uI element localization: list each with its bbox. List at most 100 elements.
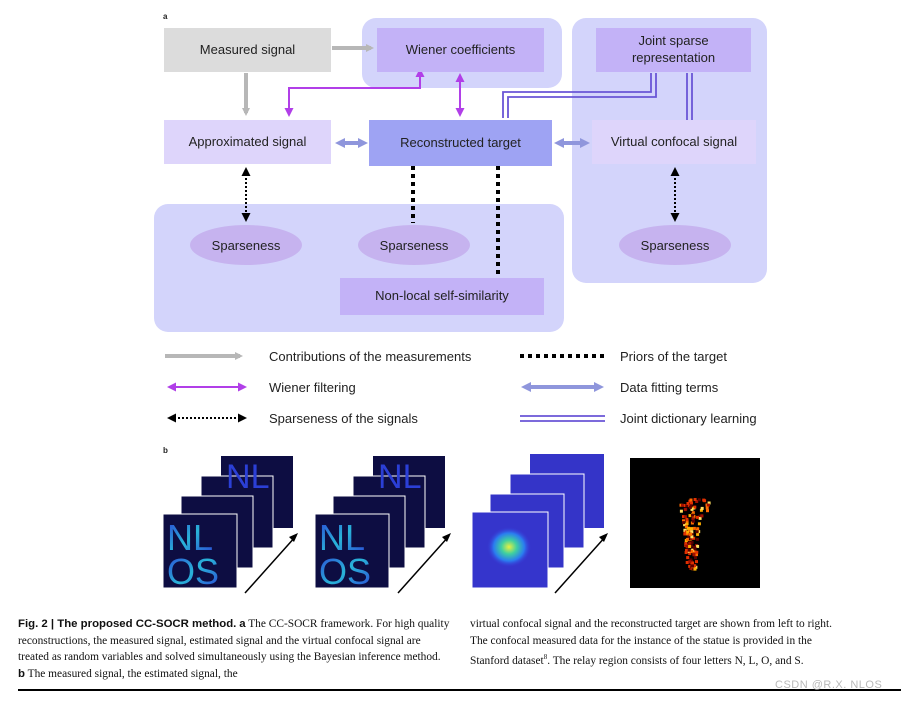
- letters-back-2: NL: [378, 458, 421, 496]
- node-reconstructed-target: Reconstructed target: [369, 120, 552, 166]
- legend-label-wiener: Wiener filtering: [269, 380, 356, 395]
- heat-pixel: [689, 567, 693, 570]
- heat-pixel: [691, 564, 694, 568]
- heat-pixel: [690, 530, 694, 534]
- panel-b-label: b: [163, 446, 168, 455]
- heat-pixel: [684, 541, 688, 545]
- heat-pixel: [697, 498, 701, 502]
- heat-pixel: [689, 498, 693, 502]
- heat-pixel: [685, 543, 689, 547]
- heat-pixel: [685, 504, 689, 507]
- panel-b-images: NL NL OS NL NL OS: [162, 454, 760, 594]
- watermark: CSDN @R.X. NLOS: [775, 679, 883, 691]
- heat-pixel: [695, 537, 699, 541]
- heat-pixel: [686, 530, 690, 534]
- heat-pixel: [685, 519, 689, 523]
- heat-pixel: [700, 506, 704, 510]
- heat-pixel: [693, 547, 697, 551]
- heat-pixel: [681, 503, 684, 507]
- heat-pixel: [690, 527, 693, 531]
- heat-pixel: [690, 521, 694, 525]
- heat-pixel: [707, 501, 711, 505]
- heat-pixel: [693, 564, 697, 568]
- heat-pixel: [684, 551, 688, 554]
- heat-pixel: [695, 500, 699, 503]
- heat-pixel: [691, 513, 694, 517]
- heat-pixel: [692, 515, 696, 519]
- heat-pixel: [683, 532, 687, 536]
- heat-pixel: [683, 528, 687, 532]
- double-line-joint-reconstructed-a: [502, 73, 652, 118]
- heat-pixel: [683, 508, 687, 512]
- heat-pixel: [682, 519, 685, 523]
- legend-label-joint-dictionary: Joint dictionary learning: [620, 411, 757, 426]
- heat-pixel: [690, 550, 694, 553]
- heat-pixel: [696, 532, 700, 536]
- caption-right-line-1: virtual confocal signal and the reconstr…: [470, 618, 832, 630]
- heat-pixel: [697, 522, 701, 526]
- heat-pixel: [703, 499, 707, 503]
- caption-text-1: The CC-SOCR framework. For high quality …: [18, 618, 450, 663]
- heat-pixel: [691, 567, 695, 571]
- caption-b-label: b: [18, 667, 25, 680]
- heat-pixel: [683, 523, 687, 527]
- heat-pixel: [685, 537, 689, 541]
- heat-pixel: [693, 550, 697, 554]
- arrow-wiener-approx: [284, 68, 425, 117]
- heat-pixel: [689, 537, 693, 541]
- caption-fig-label: Fig. 2 | The proposed CC-SOCR method.: [18, 618, 237, 630]
- arrow-b2: [397, 535, 450, 594]
- heat-pixel: [696, 527, 700, 531]
- heat-pixel: [688, 514, 692, 518]
- heat-pixel: [695, 550, 699, 554]
- heat-pixel: [685, 532, 689, 536]
- arrow-b1: [244, 535, 297, 594]
- letters-front-1a: NL: [167, 517, 213, 558]
- panel-a-label: a: [163, 12, 168, 21]
- caption-left: Fig. 2 | The proposed CC-SOCR method. a …: [18, 616, 450, 682]
- heat-pixel: [695, 530, 699, 534]
- letters-back-1: NL: [226, 458, 269, 496]
- heat-pixel: [696, 544, 700, 548]
- heat-pixel: [695, 553, 698, 557]
- heat-pixel: [689, 532, 693, 536]
- arrow-b3: [554, 535, 607, 594]
- heat-pixel: [694, 556, 697, 560]
- caption-right-line-3b: . The relay region consists of four lett…: [547, 654, 804, 667]
- heat-pixel: [693, 505, 697, 509]
- heat-pixel: [682, 515, 685, 519]
- caption-text-2: The measured signal, the estimated signa…: [24, 667, 238, 680]
- letters-front-2a: NL: [319, 517, 365, 558]
- node-measured-signal: Measured signal: [164, 28, 331, 72]
- node-sparseness-virtual: Sparseness: [619, 225, 731, 265]
- heat-pixel: [700, 514, 704, 518]
- caption-right: virtual confocal signal and the reconstr…: [470, 616, 900, 669]
- heat-pixel: [688, 505, 692, 509]
- node-wiener-coefficients: Wiener coefficients: [377, 28, 544, 72]
- heat-pixel: [685, 545, 689, 549]
- heat-pixel: [688, 542, 692, 546]
- node-sparseness-approx: Sparseness: [190, 225, 302, 265]
- node-virtual-confocal-signal: Virtual confocal signal: [592, 120, 756, 164]
- heat-pixel: [689, 504, 693, 508]
- heat-pixel: [690, 501, 693, 505]
- heat-pixel: [682, 521, 686, 525]
- node-joint-sparse-representation: Joint sparse representation: [596, 28, 751, 72]
- double-line-joint-reconstructed-b: [507, 73, 657, 118]
- heat-pixel: [693, 498, 697, 501]
- panel-a-connectors: [165, 44, 693, 423]
- stack-virtual-confocal: [471, 454, 604, 589]
- node-approximated-signal: Approximated signal: [164, 120, 331, 164]
- stack-measured-signal: NL NL OS: [162, 456, 293, 592]
- heat-pixel: [694, 565, 698, 569]
- heat-pixel: [691, 517, 695, 521]
- heat-pixel: [687, 534, 691, 538]
- heat-pixel: [688, 545, 692, 548]
- heat-pixel: [692, 526, 696, 530]
- heat-pixel: [687, 548, 691, 552]
- heat-pixel: [690, 507, 694, 511]
- legend-label-data-fitting: Data fitting terms: [620, 380, 719, 395]
- letters-front-2b: OS: [319, 551, 371, 592]
- heat-pixel: [679, 509, 683, 513]
- heat-pixel: [688, 528, 692, 532]
